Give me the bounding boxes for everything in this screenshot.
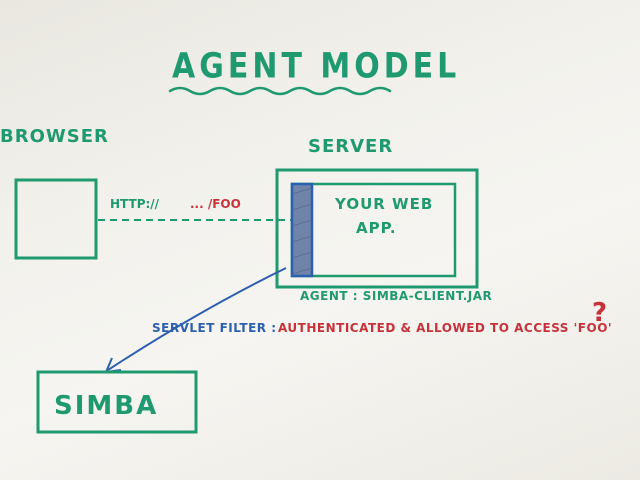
request-scheme: HTTP:// (110, 197, 160, 211)
server-box (275, 168, 479, 289)
agent-label: AGENT : SIMBA-CLIENT.JAR (300, 289, 493, 303)
server-label: SERVER (308, 136, 394, 157)
request-path: ... /FOO (190, 197, 241, 211)
servlet-filter-question: AUTHENTICATED & ALLOWED TO ACCESS 'FOO' (278, 321, 613, 335)
browser-label: BROWSER (0, 126, 109, 147)
agent-filter-bar (290, 182, 314, 278)
servlet-filter-label: SERVLET FILTER : (152, 321, 277, 335)
agent-filter-hatch (291, 187, 313, 275)
web-app-label-line1: YOUR WEB (335, 195, 434, 213)
title-underline (168, 86, 392, 96)
web-app-label-line2: APP. (356, 219, 397, 237)
question-mark: ? (592, 298, 608, 328)
agent-to-simba-arrow (107, 267, 287, 371)
simba-box (36, 370, 198, 434)
browser-box (14, 178, 98, 260)
diagram-title: AGENT MODEL (172, 46, 461, 87)
simba-label: SIMBA (54, 391, 159, 421)
